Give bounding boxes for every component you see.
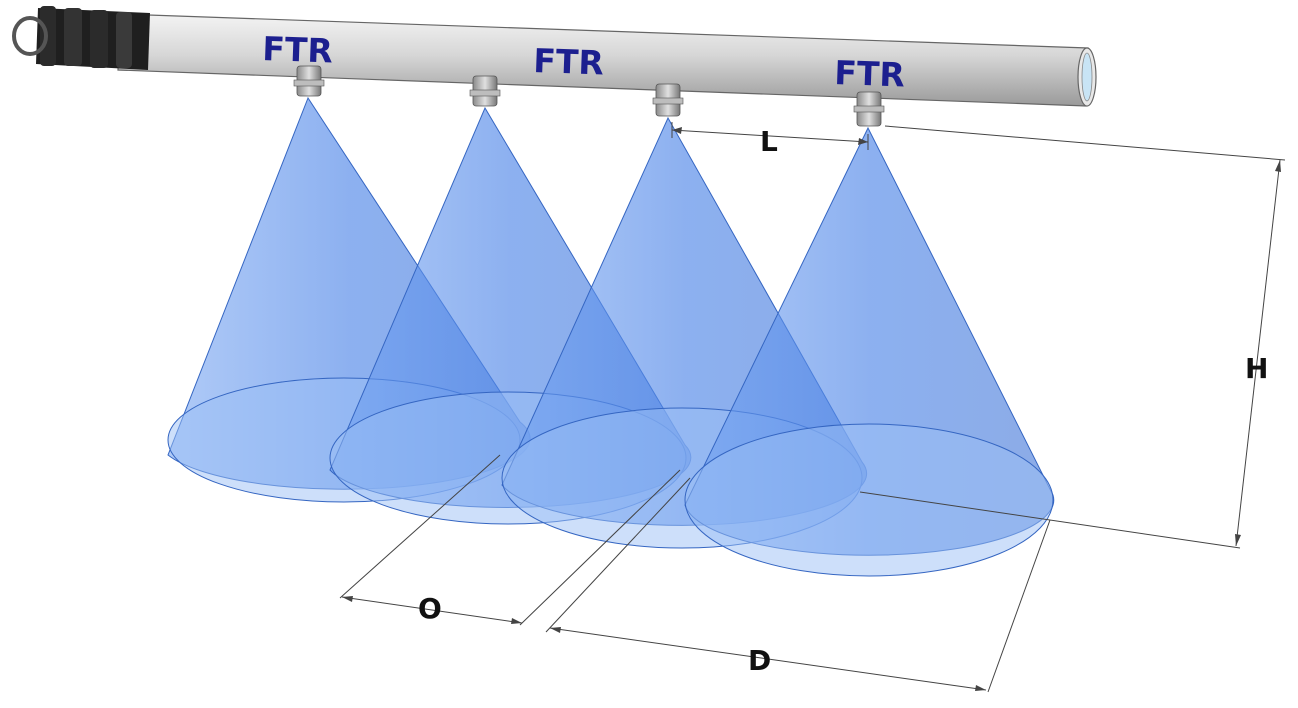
nozzle-2 xyxy=(469,75,501,107)
nozzle-label-2: FTR xyxy=(533,41,605,82)
dimension-diameter: D xyxy=(545,477,1051,693)
dimension-spacing: L xyxy=(671,122,869,158)
nozzle-4 xyxy=(853,91,885,127)
nozzle-1 xyxy=(293,65,325,97)
dimension-label-d: D xyxy=(748,644,771,677)
spray-cone-4 xyxy=(684,126,1055,577)
dimension-label-l: L xyxy=(760,125,778,158)
nozzle-label-3: FTR xyxy=(834,53,906,94)
dimension-overlap: O xyxy=(339,454,681,626)
dimension-label-o: O xyxy=(418,592,442,625)
dimension-label-h: H xyxy=(1245,352,1268,385)
pipe-coupling-icon xyxy=(12,6,150,70)
nozzle-3 xyxy=(652,83,684,117)
nozzle-label-1: FTR xyxy=(262,29,334,70)
